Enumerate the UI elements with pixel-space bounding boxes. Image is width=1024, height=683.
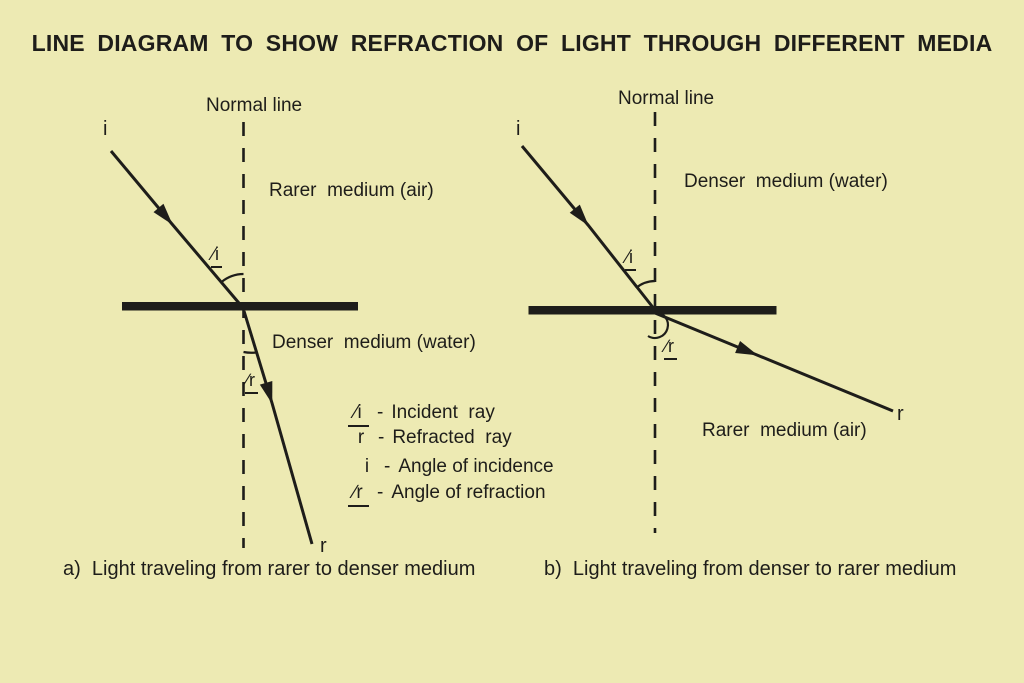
- legend-text: Incident ray: [391, 402, 495, 423]
- a-angle-incidence-label: ∕i: [211, 244, 223, 268]
- b-angle-refraction-label: ∕r: [664, 336, 677, 360]
- legend-text: Angle of incidence: [398, 456, 554, 477]
- legend-separator: -: [377, 402, 384, 423]
- a-angle-refraction-arc: [243, 350, 257, 354]
- legend-symbol-angle-r: ∕r: [348, 482, 369, 507]
- legend-separator: -: [377, 482, 384, 503]
- a-incident-ray-label: i: [103, 118, 108, 140]
- b-normal-line-label: Normal line: [618, 88, 715, 109]
- legend-symbol-i: i: [364, 456, 370, 477]
- legend-item-angle-of-refraction: ∕r-Angle of refraction: [348, 482, 546, 507]
- a-normal-line-label: Normal line: [206, 95, 303, 116]
- legend-item-angle-of-incidence: i-Angle of incidence: [358, 456, 554, 478]
- a-refracted-ray: [242, 310, 314, 545]
- b-refracted-ray: [654, 311, 894, 413]
- a-caption: a) Light traveling from rarer to denser …: [63, 558, 476, 580]
- legend-symbol-angle-i: ∕i: [348, 402, 369, 427]
- b-incident-ray-label: i: [516, 118, 521, 140]
- b-refracted-ray-label: r: [897, 403, 904, 425]
- b-angle-incidence-arc: [635, 279, 656, 289]
- a-upper-medium-label: Rarer medium (air): [269, 180, 434, 201]
- a-angle-incidence-arc: [220, 272, 244, 283]
- legend-item-refracted-ray: r-Refracted ray: [352, 427, 512, 449]
- legend-text: Refracted ray: [392, 427, 512, 448]
- a-lower-medium-label: Denser medium (water): [272, 332, 476, 353]
- b-interface-surface: [528, 306, 777, 315]
- legend-text: Angle of refraction: [391, 482, 546, 503]
- b-angle-refraction-arc: [647, 310, 670, 340]
- legend-separator: -: [384, 456, 391, 477]
- page-title: LINE DIAGRAM TO SHOW REFRACTION OF LIGHT…: [31, 30, 993, 56]
- b-caption: b) Light traveling from denser to rarer …: [544, 558, 957, 580]
- b-lower-medium-label: Rarer medium (air): [702, 420, 867, 441]
- legend-separator: -: [378, 427, 385, 448]
- b-upper-medium-label: Denser medium (water): [684, 171, 888, 192]
- b-incident-ray: [520, 145, 657, 311]
- a-refracted-ray-label: r: [320, 535, 327, 557]
- legend-symbol-r: r: [357, 427, 365, 448]
- a-angle-refraction-label: ∕r: [245, 370, 258, 394]
- legend-item-incident-ray: ∕i-Incident ray: [348, 402, 495, 427]
- a-incident-ray: [109, 150, 246, 310]
- a-interface-surface: [122, 302, 358, 311]
- b-angle-incidence-label: ∕i: [625, 247, 637, 271]
